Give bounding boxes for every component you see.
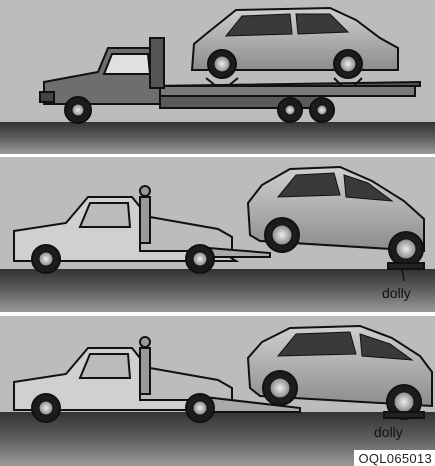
towed-car [248,167,424,266]
road [0,269,435,312]
road [0,122,435,154]
flatbed-illustration [0,0,435,154]
dolly-label: dolly [374,424,403,440]
panel-flatbed [0,0,435,154]
wheel-lift-illustration-2 [0,316,435,466]
tow-truck [14,186,270,273]
wheel-lift-illustration-1 [0,157,435,312]
panel-wheel-lift-dolly-2: dolly OQL065013 [0,316,435,466]
car-on-flatbed [192,8,398,86]
figure-code: OQL065013 [354,450,435,466]
dolly [384,412,424,418]
towed-car [248,326,432,419]
dolly-label: dolly [382,285,411,301]
panel-wheel-lift-dolly-1: dolly [0,157,435,312]
